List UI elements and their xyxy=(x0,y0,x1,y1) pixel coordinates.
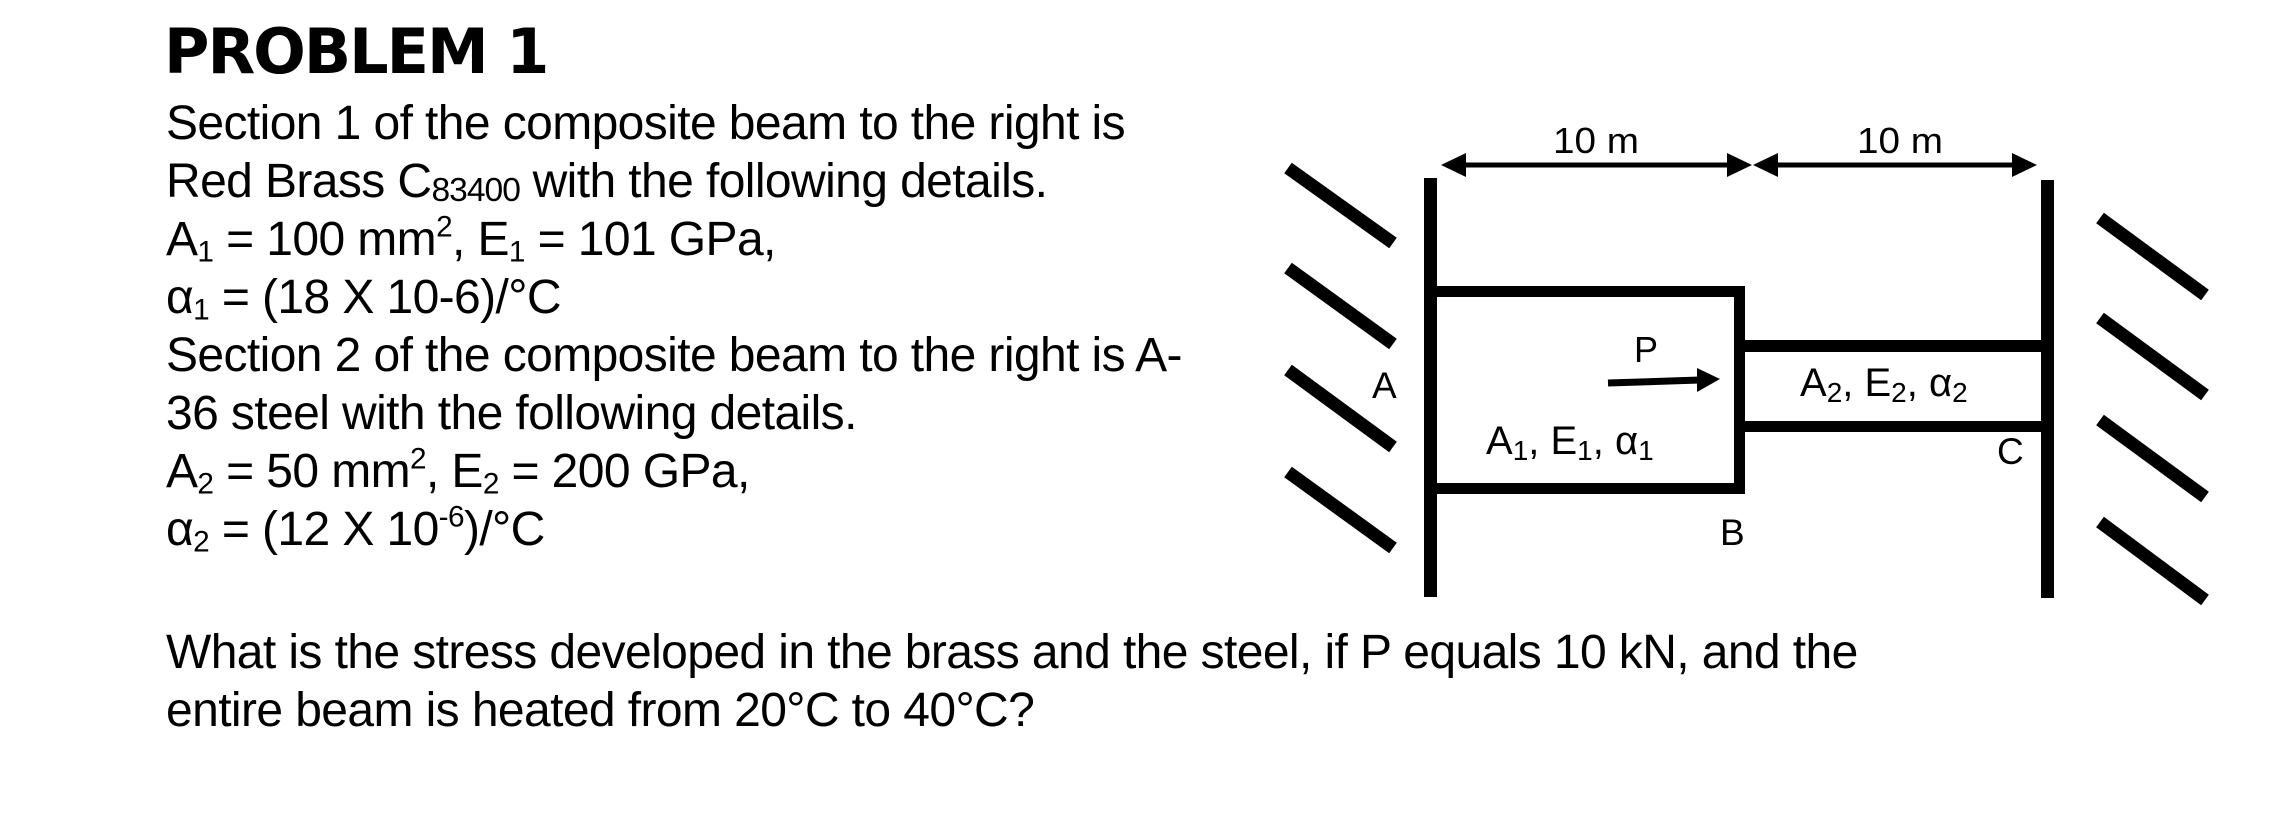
dimension-label-left: 10 m xyxy=(1553,120,1639,161)
right-support-hatch-icon xyxy=(2096,212,2209,606)
load-arrow-icon xyxy=(1607,368,1720,392)
alpha2-unit: )/°C xyxy=(463,503,545,556)
section1-brass-member xyxy=(1437,286,1745,494)
dimension-label-right: 10 m xyxy=(1857,120,1943,161)
section1-material-prefix: Red Brass C xyxy=(166,155,432,208)
area2-unit-exponent: 2 xyxy=(409,442,427,476)
alpha2-symbol: α xyxy=(166,503,194,556)
area1-symbol: A xyxy=(166,213,198,266)
section2-alpha-line: α2 = (12 X 10-6)/°C xyxy=(166,501,545,559)
section1-properties-label: A1, E1, α1 xyxy=(1486,419,1654,466)
dimension-arrow-left xyxy=(1441,153,1752,177)
section2-intro-line1: Section 2 of the composite beam to the r… xyxy=(166,329,1183,382)
modulus1-symbol: , E xyxy=(452,213,509,266)
left-support-hatch-icon xyxy=(1284,162,1397,554)
section1-material-suffix: with the following details. xyxy=(519,155,1048,208)
problem-title: PROBLEM 1 xyxy=(164,15,549,88)
alpha2-value: = (12 X 10 xyxy=(209,503,439,556)
alpha1-value: = (18 X 10-6)/°C xyxy=(209,271,562,324)
section2-properties-label: A2, E2, α2 xyxy=(1800,361,1968,408)
section1-alloy-number: 83400 xyxy=(431,172,521,210)
load-label: P xyxy=(1634,329,1658,370)
left-wall xyxy=(1424,178,1437,597)
area1-value: = 100 mm xyxy=(213,213,437,266)
area1-unit-exponent: 2 xyxy=(436,210,453,244)
point-label-b: B xyxy=(1720,512,1745,553)
dimension-arrow-right xyxy=(1753,153,2037,177)
modulus2-value: = 200 GPa, xyxy=(498,445,751,498)
area2-symbol: A xyxy=(166,445,198,498)
alpha1-symbol: α xyxy=(166,271,194,324)
modulus1-subscript: 1 xyxy=(508,235,526,269)
area2-value: = 50 mm xyxy=(213,445,410,498)
section1-intro-line1: Section 1 of the composite beam to the r… xyxy=(166,97,1126,150)
alpha1-subscript: 1 xyxy=(193,293,210,327)
point-label-a: A xyxy=(1372,365,1397,406)
modulus1-value: = 101 GPa, xyxy=(524,213,777,266)
alpha2-subscript: 2 xyxy=(193,525,210,559)
section2-area-modulus-line: A2 = 50 mm2, E2 = 200 GPa, xyxy=(166,443,750,501)
modulus2-subscript: 2 xyxy=(482,467,500,501)
section1-alpha-line: α1 = (18 X 10-6)/°C xyxy=(166,269,562,327)
section2-steel-member xyxy=(1745,340,2041,432)
modulus2-symbol: , E xyxy=(425,445,483,498)
point-label-c: C xyxy=(1997,431,2024,472)
section2-intro-line2: 36 steel with the following details. xyxy=(166,387,857,440)
question-line1: What is the stress developed in the bras… xyxy=(166,626,1858,679)
area2-subscript: 2 xyxy=(197,467,214,501)
alpha2-exponent: -6 xyxy=(438,500,465,534)
section1-area-modulus-line: A1 = 100 mm2, E1 = 101 GPa, xyxy=(166,211,776,269)
right-wall xyxy=(2041,180,2054,598)
question-line2: entire beam is heated from 20°C to 40°C? xyxy=(166,684,1035,737)
section1-intro-line2: Red Brass C83400 with the following deta… xyxy=(166,153,1048,211)
area1-subscript: 1 xyxy=(197,235,214,269)
